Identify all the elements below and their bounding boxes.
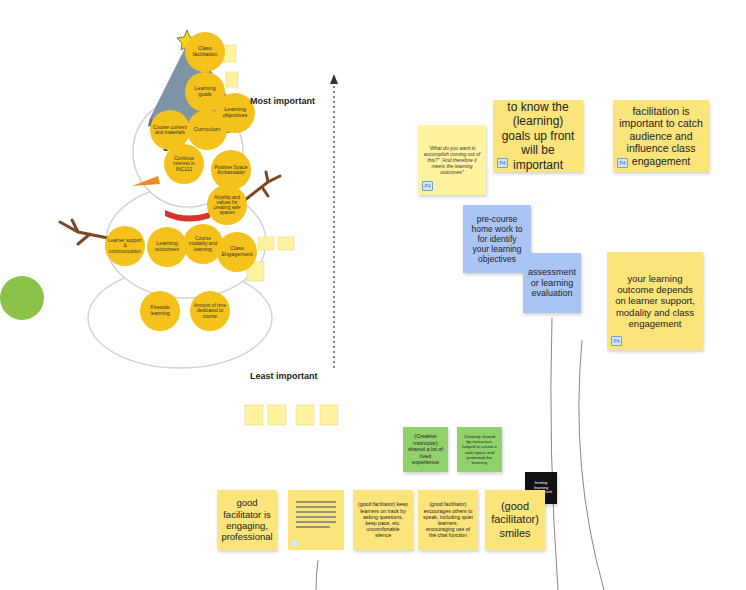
node-text: (Creative instructor) shared a lot of li… <box>408 433 443 466</box>
priority-circle: Learner support & communication <box>105 226 145 266</box>
priority-circle: Learning outcomes <box>147 227 187 267</box>
node-text: Course content and materials <box>153 125 187 136</box>
sticky-note: to know the (learning) goals up front wi… <box>493 100 583 172</box>
node-text: (good facilitator) smiles <box>490 500 540 540</box>
node-text: Learning goals <box>188 86 222 98</box>
sticky-note: (Creative instructor) shared a lot of li… <box>403 427 448 472</box>
priority-circle: Class facilitation <box>185 32 225 72</box>
sticky-note: Curiosity shared by instructors helped t… <box>457 427 502 472</box>
tag-label: P4 <box>422 181 433 191</box>
node-text: (good facilitator) encourages others to … <box>423 501 473 538</box>
priority-circle: Continue interest in INC112 <box>164 144 204 184</box>
sticky-note: “What do you want to accomplish coming o… <box>418 125 486 195</box>
sticky-note: facilitation is important to catch audie… <box>613 100 709 172</box>
node-text: Allyship and values for creating safe sp… <box>210 195 244 215</box>
node-text: Learner support & communication <box>108 238 142 253</box>
node-text: good facilitator is engaging, profession… <box>221 497 272 543</box>
sticky-note: (good facilitator) keep learners on trac… <box>353 490 413 550</box>
tag-label: P4 <box>611 336 622 346</box>
node-text: Learning outcomes <box>150 241 184 253</box>
node-text: “What do you want to accomplish coming o… <box>423 145 481 175</box>
node-text: to know the (learning) goals up front wi… <box>498 100 578 172</box>
node-text: Curiosity shared by instructors helped t… <box>462 434 497 465</box>
node-text: your learning outcome depends on learner… <box>612 273 698 330</box>
priority-circle: Positive Space Ambassador <box>211 150 251 190</box>
node-text: Class facilitation <box>188 46 222 58</box>
sticky-note: your learning outcome depends on learner… <box>607 252 703 350</box>
sticky-note: assessment or learning evaluation <box>523 253 581 313</box>
axis-label: Most important <box>250 96 315 106</box>
priority-circle: Amount of time dedicated to course <box>190 291 230 331</box>
partial-circle <box>0 276 44 320</box>
node-text: Positive Space Ambassador <box>214 165 248 176</box>
node-text: Class Engagement <box>220 246 254 258</box>
node-text: Course modality and learning <box>186 236 220 252</box>
sticky-note: pre-course home work to for identify you… <box>463 205 531 273</box>
node-text: assessment or learning evaluation <box>528 267 576 299</box>
sticky-note: (good facilitator) smiles <box>485 490 545 550</box>
priority-circle: Class Engagement <box>217 232 257 272</box>
lined-note <box>288 490 344 550</box>
node-text: Continue interest in INC112 <box>167 156 201 172</box>
priority-circle: Allyship and values for creating safe sp… <box>207 185 247 225</box>
priority-circle: Fireside learning <box>140 291 180 331</box>
node-text: Curriculum <box>194 127 221 133</box>
sticky-note: good facilitator is engaging, profession… <box>217 490 277 550</box>
priority-circle: Curriculum <box>187 110 227 150</box>
sticky-note: (good facilitator) encourages others to … <box>418 490 478 550</box>
node-text: Fireside learning <box>143 305 177 317</box>
axis-label: Least important <box>250 371 318 381</box>
tag-label: P4 <box>497 158 508 168</box>
node-text: pre-course home work to for identify you… <box>468 214 526 265</box>
node-text: Amount of time dedicated to course <box>193 303 227 318</box>
tag-label: P4 <box>617 158 628 168</box>
node-text: (good facilitator) keep learners on trac… <box>358 501 408 538</box>
node-text: Learning objectives <box>218 107 252 119</box>
node-text: facilitation is important to catch audie… <box>618 105 704 168</box>
